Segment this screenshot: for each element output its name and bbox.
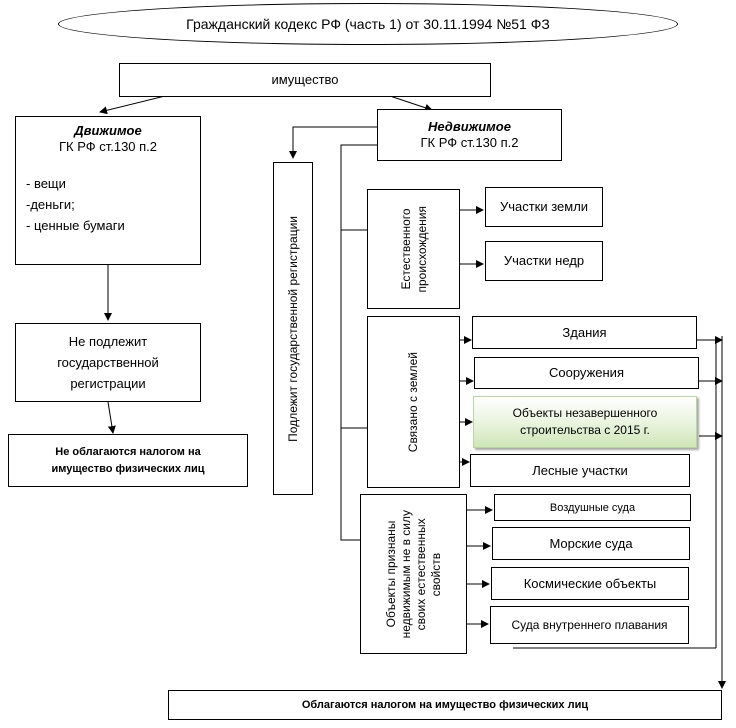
land-plots-label: Участки земли [499, 199, 589, 214]
trunk-line [340, 144, 377, 541]
natural-origin-label: Естественного происхождения [398, 206, 430, 292]
immovable-registration-box: Подлежит государственной регистрации [273, 162, 313, 495]
immovable-taxed-box: Облагаются налогом на имущество физическ… [168, 690, 722, 720]
natural-origin-box: Естественного происхождения [367, 189, 460, 309]
inland-vessels-label: Суда внутреннего плавания [511, 617, 668, 632]
movable-box: Движимое ГК РФ ст.130 п.2 - вещи -деньги… [15, 116, 201, 265]
land-plots-box: Участки земли [485, 187, 603, 227]
space-objects-label: Космические объекты [523, 575, 657, 591]
buildings-label: Здания [562, 324, 607, 340]
property-label: имущество [271, 72, 339, 87]
by-law-label-line: своих естественных [413, 518, 428, 630]
sea-vessels-label: Морские суда [549, 535, 633, 551]
sea-vessels-box: Морские суда [492, 527, 690, 560]
aircraft-box: Воздушные суда [494, 494, 691, 521]
registration-label: Подлежит государственной регистрации [285, 215, 300, 442]
property-box: имущество [119, 63, 491, 97]
arrow-root-to-immovable [389, 95, 433, 112]
movable-item: -деньги; [26, 197, 75, 212]
immovable-ref: ГК РФ ст.130 п.2 [420, 135, 519, 150]
movable-list: - вещи -деньги; - ценные бумаги [16, 173, 125, 236]
buildings-box: Здания [472, 316, 697, 349]
unfinished-construction-box: Объекты незавершенного строительства с 2… [473, 396, 697, 448]
not-taxed-line: имущество физических лиц [51, 462, 205, 475]
unfinished-line: строительства с 2015 г. [520, 423, 650, 437]
arrow-immovable-to-reg [289, 126, 377, 159]
arrow-root-to-movable [99, 95, 166, 115]
movable-ref: ГК РФ ст.130 п.2 [58, 139, 158, 154]
land-linked-box: Связано с землей [367, 316, 460, 488]
inland-vessels-box: Суда внутреннего плавания [490, 606, 689, 644]
not-taxed-line: Не облагаются налогом на [55, 445, 201, 458]
by-law-label-line: Объекты признаны [383, 520, 398, 628]
space-objects-box: Космические объекты [491, 567, 689, 600]
immovable-box: Недвижимое ГК РФ ст.130 п.2 [377, 109, 562, 161]
structures-box: Сооружения [474, 357, 699, 389]
movable-item: - вещи [26, 176, 66, 191]
header-oval: Гражданский кодекс РФ (часть 1) от 30.11… [58, 3, 678, 45]
taxed-label: Облагаются налогом на имущество физическ… [301, 699, 589, 711]
unfinished-line: Объекты незавершенного [512, 406, 658, 420]
land-linked-label: Связано с землей [406, 351, 420, 453]
arrow-reg-to-tax [107, 401, 116, 434]
forest-plots-label: Лесные участки [532, 462, 628, 478]
by-law-objects-box: Объекты признаны недвижимым не в силу св… [360, 494, 467, 654]
by-law-label-line: свойств [428, 552, 443, 596]
subsoil-box: Участки недр [485, 241, 603, 281]
immovable-title: Недвижимое [428, 119, 511, 134]
aircraft-label: Воздушные суда [549, 501, 636, 514]
movable-not-taxed-box: Не облагаются налогом на имущество физич… [8, 434, 248, 487]
forest-plots-box: Лесные участки [470, 454, 690, 487]
natural-label-line: происхождения [414, 205, 429, 293]
subsoil-label: Участки недр [503, 253, 585, 268]
by-law-label-line: недвижимым не в силу [398, 509, 413, 639]
no-reg-line: Не подлежит [68, 334, 148, 349]
natural-label-line: Естественного [398, 208, 413, 290]
movable-no-registration-box: Не подлежит государственной регистрации [15, 323, 201, 402]
movable-item: - ценные бумаги [26, 218, 125, 233]
no-reg-line: регистрации [70, 376, 146, 391]
by-law-label: Объекты признаны недвижимым не в силу св… [384, 510, 444, 638]
structures-label: Сооружения [549, 365, 624, 380]
no-reg-line: государственной [57, 355, 159, 370]
movable-title: Движимое [74, 123, 142, 138]
header-title: Гражданский кодекс РФ (часть 1) от 30.11… [186, 16, 550, 32]
